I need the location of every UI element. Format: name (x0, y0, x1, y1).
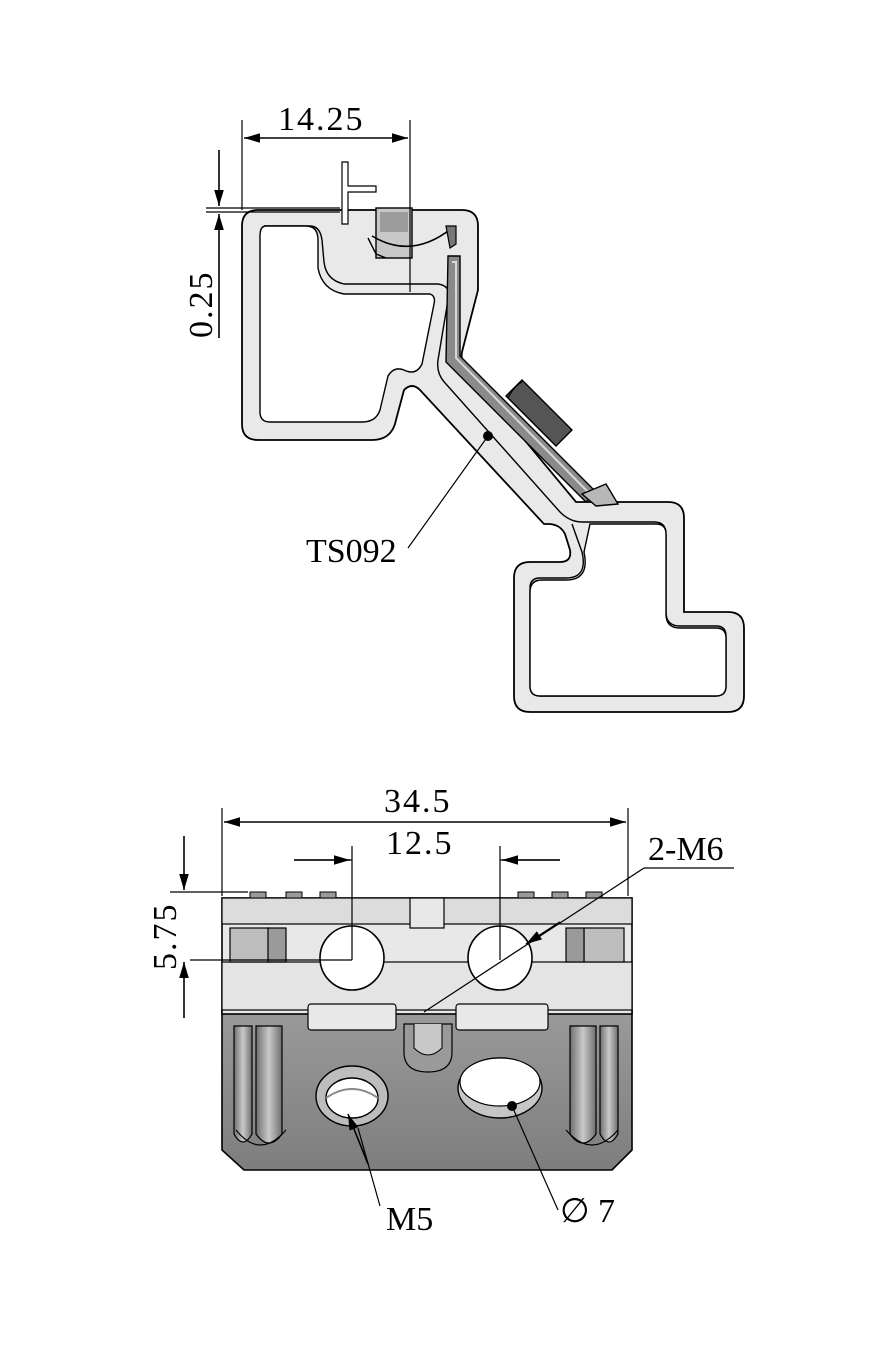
left-slots (233, 1025, 287, 1146)
bore-hole (457, 1057, 543, 1119)
holes-leader: 2-M6 (423, 831, 734, 1013)
bore-label: 7 (598, 1193, 615, 1230)
dim-overall-label: 34.5 (384, 783, 452, 820)
rail-inner-right-chamber (529, 523, 727, 697)
dim-offset-0-25: 0.25 (183, 150, 340, 338)
thread-leader: M5 (347, 1113, 433, 1238)
clamp-tip (580, 483, 620, 507)
dim-height-label: 5.75 (147, 903, 184, 971)
dim-overall-34-5: 34.5 (221, 783, 629, 896)
right-slots (565, 1025, 619, 1146)
part-label-leader: TS092 (306, 431, 493, 570)
dim-width-label: 14.25 (278, 101, 365, 138)
holes-label: 2-M6 (648, 831, 724, 868)
bolt-head (505, 379, 573, 447)
rail-inner-left-chamber (259, 225, 436, 423)
dim-spacing-12-5: 12.5 (294, 825, 560, 960)
top-teeth (249, 891, 603, 899)
dim-height-5-75: 5.75 (147, 836, 352, 1018)
dim-offset-label: 0.25 (183, 271, 220, 339)
side-view: 14.25 0.25 TS092 (183, 101, 745, 713)
m5-hole (315, 1065, 389, 1127)
dim-width-14-25: 14.25 (241, 101, 411, 292)
clamp-strip-highlight (452, 261, 591, 495)
part-label: TS092 (306, 533, 397, 570)
bore-leader: ∅ 7 (507, 1101, 615, 1230)
thread-label: M5 (386, 1201, 433, 1238)
diameter-symbol: ∅ (560, 1193, 590, 1230)
top-clip (341, 161, 457, 259)
front-view: 34.5 12.5 5.75 2-M6 (147, 783, 734, 1238)
dim-spacing-label: 12.5 (386, 825, 454, 862)
